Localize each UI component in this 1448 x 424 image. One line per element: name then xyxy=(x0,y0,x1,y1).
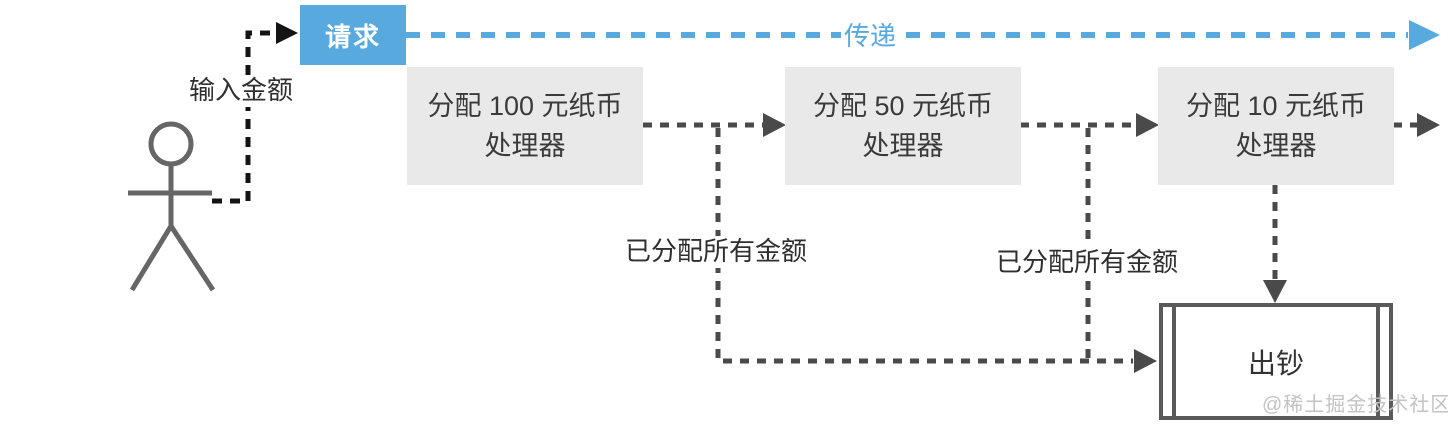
label-input-amount: 输入金额 xyxy=(186,75,297,107)
actor-head xyxy=(148,121,194,167)
handler-10-line2: 处理器 xyxy=(1235,130,1317,161)
actor-leg-right xyxy=(168,224,216,292)
arrow-handler3-to-dispense xyxy=(1263,185,1287,303)
arrowhead-handler3-to-next xyxy=(1417,113,1440,137)
request-node-label: 请求 xyxy=(324,21,381,52)
arrowhead-handler3-to-dispense xyxy=(1263,280,1287,303)
handler-50-line2: 处理器 xyxy=(862,130,944,161)
arrowhead-handler1-to-handler2 xyxy=(763,113,786,137)
dispense-node-label: 出钞 xyxy=(1247,347,1304,379)
arrow-handler2-to-handler3 xyxy=(1020,113,1159,137)
arrow-actor-to-request xyxy=(212,22,298,204)
handler-50-line1: 分配 50 元纸币 xyxy=(812,90,994,121)
actor-leg-left xyxy=(129,224,174,292)
handler-node-10[interactable]: 分配 10 元纸币 处理器 xyxy=(1158,67,1394,185)
arrow-handler1-to-handler2 xyxy=(643,113,786,137)
arrowhead-handler2-to-handler3 xyxy=(1136,113,1159,137)
arrowhead-branch-to-dispense xyxy=(1134,349,1157,373)
dispense-node-right-bar xyxy=(1376,307,1380,416)
handler-node-100[interactable]: 分配 100 元纸币 处理器 xyxy=(407,67,643,185)
handler-100-line1: 分配 100 元纸币 xyxy=(427,90,623,121)
actor-stick-figure-icon xyxy=(128,121,216,292)
dispense-node-left-bar xyxy=(1172,307,1176,416)
arrowhead-actor-to-request xyxy=(276,22,298,44)
request-node[interactable]: 请求 xyxy=(300,5,406,65)
dispense-node[interactable]: 出钞 xyxy=(1159,303,1393,420)
watermark-text: @稀土掘金技术社区 xyxy=(1262,394,1448,416)
arrow-handler3-to-next xyxy=(1393,113,1440,137)
handler-10-line1: 分配 10 元纸币 xyxy=(1185,90,1367,121)
label-allocated-all-2: 已分配所有金额 xyxy=(993,247,1182,279)
handler-100-line2: 处理器 xyxy=(484,130,566,161)
arrow-allocated-branch1-to-dispense xyxy=(715,128,1157,373)
handler-node-50[interactable]: 分配 50 元纸币 处理器 xyxy=(785,67,1021,185)
label-allocated-all-1: 已分配所有金额 xyxy=(622,236,811,268)
label-pass: 传递 xyxy=(841,21,900,53)
arrowhead-pass-line xyxy=(1409,20,1440,50)
arrow-pass-line xyxy=(406,20,1440,50)
